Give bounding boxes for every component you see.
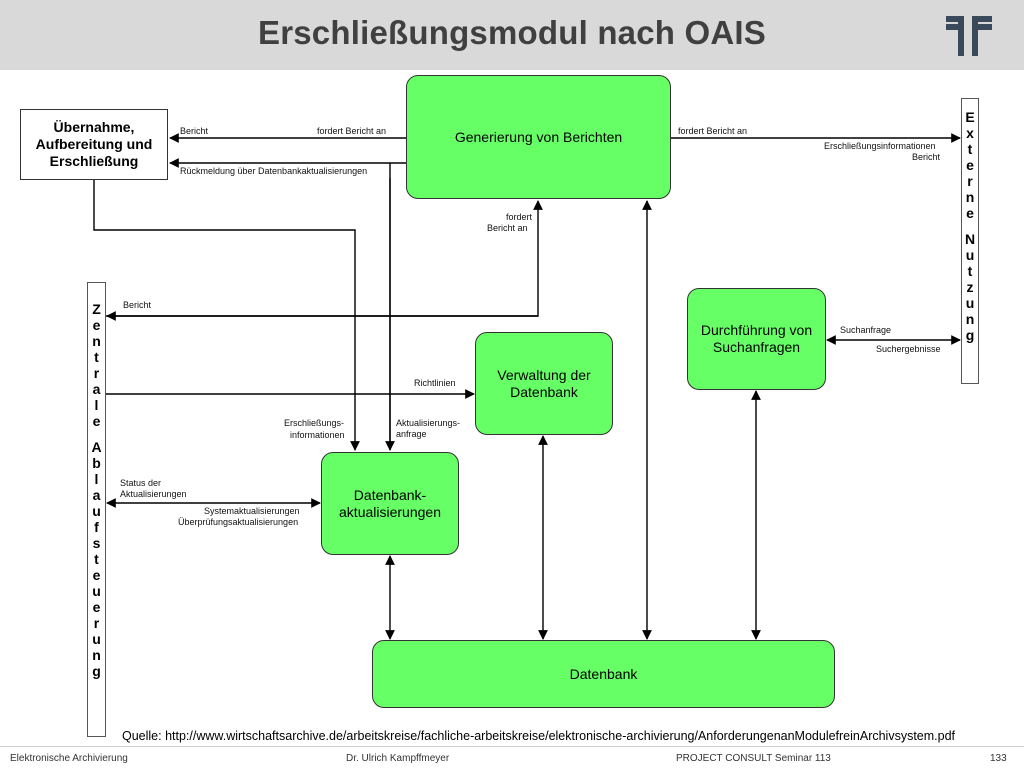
externe-nutzung-char: g [965, 327, 975, 343]
label-systemakt: Systemaktualisierungen [204, 506, 300, 516]
zentrale-ablaufsteuerung-char: t [94, 551, 99, 567]
label-bericht-mid: Bericht [123, 300, 152, 310]
page-number: 133 [990, 753, 1007, 764]
label-erschl-info-2: informationen [290, 430, 345, 440]
externe-nutzung-char: u [965, 247, 975, 263]
label-ueberpruefung: Überprüfungsaktualisierungen [178, 517, 299, 527]
zentrale-ablaufsteuerung-char: n [92, 333, 101, 349]
zentrale-ablaufsteuerung-char: u [92, 583, 101, 599]
label-akt-anfrage-1: Aktualisierungs- [396, 418, 461, 428]
label-erschl-info-1: Erschließungs- [284, 418, 345, 428]
label-suchanfrage: Suchanfrage [840, 325, 892, 335]
label-erschliessungsinfo-2: Bericht [912, 152, 941, 162]
externe-nutzung-char: z [966, 279, 974, 295]
externe-nutzung-char: t [967, 263, 973, 279]
zentrale-ablaufsteuerung-char: u [92, 503, 101, 519]
zentrale-ablaufsteuerung-char: Z [92, 301, 101, 317]
footer-right: PROJECT CONSULT Seminar 113 [676, 753, 831, 764]
footer-center: Dr. Ulrich Kampffmeyer [346, 753, 450, 764]
externe-nutzung-char: x [966, 125, 974, 141]
zentrale-ablaufsteuerung-char: s [92, 535, 101, 551]
externe-nutzung-char: E [965, 109, 975, 125]
slide-title: Erschließungsmodul nach OAIS [257, 14, 766, 51]
zentrale-ablaufsteuerung-char: b [92, 455, 101, 471]
label-akt-anfrage-2: anfrage [396, 429, 427, 439]
externe-nutzung-char: N [964, 231, 976, 247]
label-status-1: Status der [120, 478, 162, 488]
verwaltung-box: Verwaltung der Datenbank [475, 332, 613, 435]
label-fordert-1: fordert [506, 212, 533, 222]
zentrale-ablaufsteuerung-char: f [94, 519, 99, 535]
zentrale-ablaufsteuerung-char: e [92, 317, 101, 333]
project-consult-logo [946, 16, 992, 56]
zentrale-ablaufsteuerung-char: r [93, 615, 100, 631]
zentrale-ablaufsteuerung-char: g [92, 663, 101, 679]
externe-nutzung-char: r [967, 173, 973, 189]
zentrale-ablaufsteuerung-char: r [93, 365, 100, 381]
zentrale-ablaufsteuerung-char: l [94, 397, 99, 413]
slide-footer: Elektronische Archivierung Dr. Ulrich Ka… [0, 746, 1024, 769]
zentrale-ablaufsteuerung-char: t [94, 349, 99, 365]
zentrale-ablaufsteuerung-char: u [92, 631, 101, 647]
slide-header: Erschließungsmodul nach OAIS [0, 0, 1024, 70]
zentrale-ablaufsteuerung-char: n [92, 647, 101, 663]
zentrale-ablaufsteuerung-char: e [92, 599, 101, 615]
externe-nutzung-char: e [966, 205, 974, 221]
label-bericht-top: Bericht [180, 126, 209, 136]
zentrale-ablaufsteuerung-char: a [92, 487, 101, 503]
label-richtlinien: Richtlinien [414, 378, 456, 388]
durchfuehrung-box: Durchführung von Suchanfragen [687, 288, 826, 390]
zentrale-ablaufsteuerung-char: l [94, 471, 99, 487]
externe-nutzung-char: e [966, 157, 974, 173]
aktualisierungen-box: Datenbank-aktualisierungen [321, 452, 459, 555]
zentrale-ablaufsteuerung-char: e [92, 413, 101, 429]
externe-nutzung-char: n [965, 189, 975, 205]
externe-nutzung-char: u [965, 295, 975, 311]
footer-left: Elektronische Archivierung [10, 753, 128, 764]
label-fordert-bericht-left: fordert Bericht an [317, 126, 387, 136]
label-status-2: Aktualisierungen [120, 489, 187, 499]
label-rueckmeldung: Rückmeldung über Datenbankaktualisierung… [180, 166, 368, 176]
label-fordert-2: Bericht an [487, 223, 528, 233]
datenbank-box: Datenbank [372, 640, 835, 708]
zentrale-ablaufsteuerung-char: e [92, 567, 101, 583]
externe-nutzung-char: n [965, 311, 975, 327]
generierung-box: Generierung von Berichten [406, 75, 671, 199]
label-suchergebnisse: Suchergebnisse [876, 344, 941, 354]
label-fordert-bericht-right: fordert Bericht an [678, 126, 748, 136]
label-erschliessungsinfo-1: Erschließungsinformationen [824, 141, 936, 151]
source-citation: Quelle: http://www.wirtschaftsarchive.de… [122, 729, 956, 743]
zentrale-ablaufsteuerung-char: a [92, 381, 101, 397]
zentrale-ablaufsteuerung-char: A [91, 439, 102, 455]
externe-nutzung-char: t [967, 141, 973, 157]
uebernahme-box: Übernahme, Aufbereitung und Erschließung [20, 109, 168, 180]
